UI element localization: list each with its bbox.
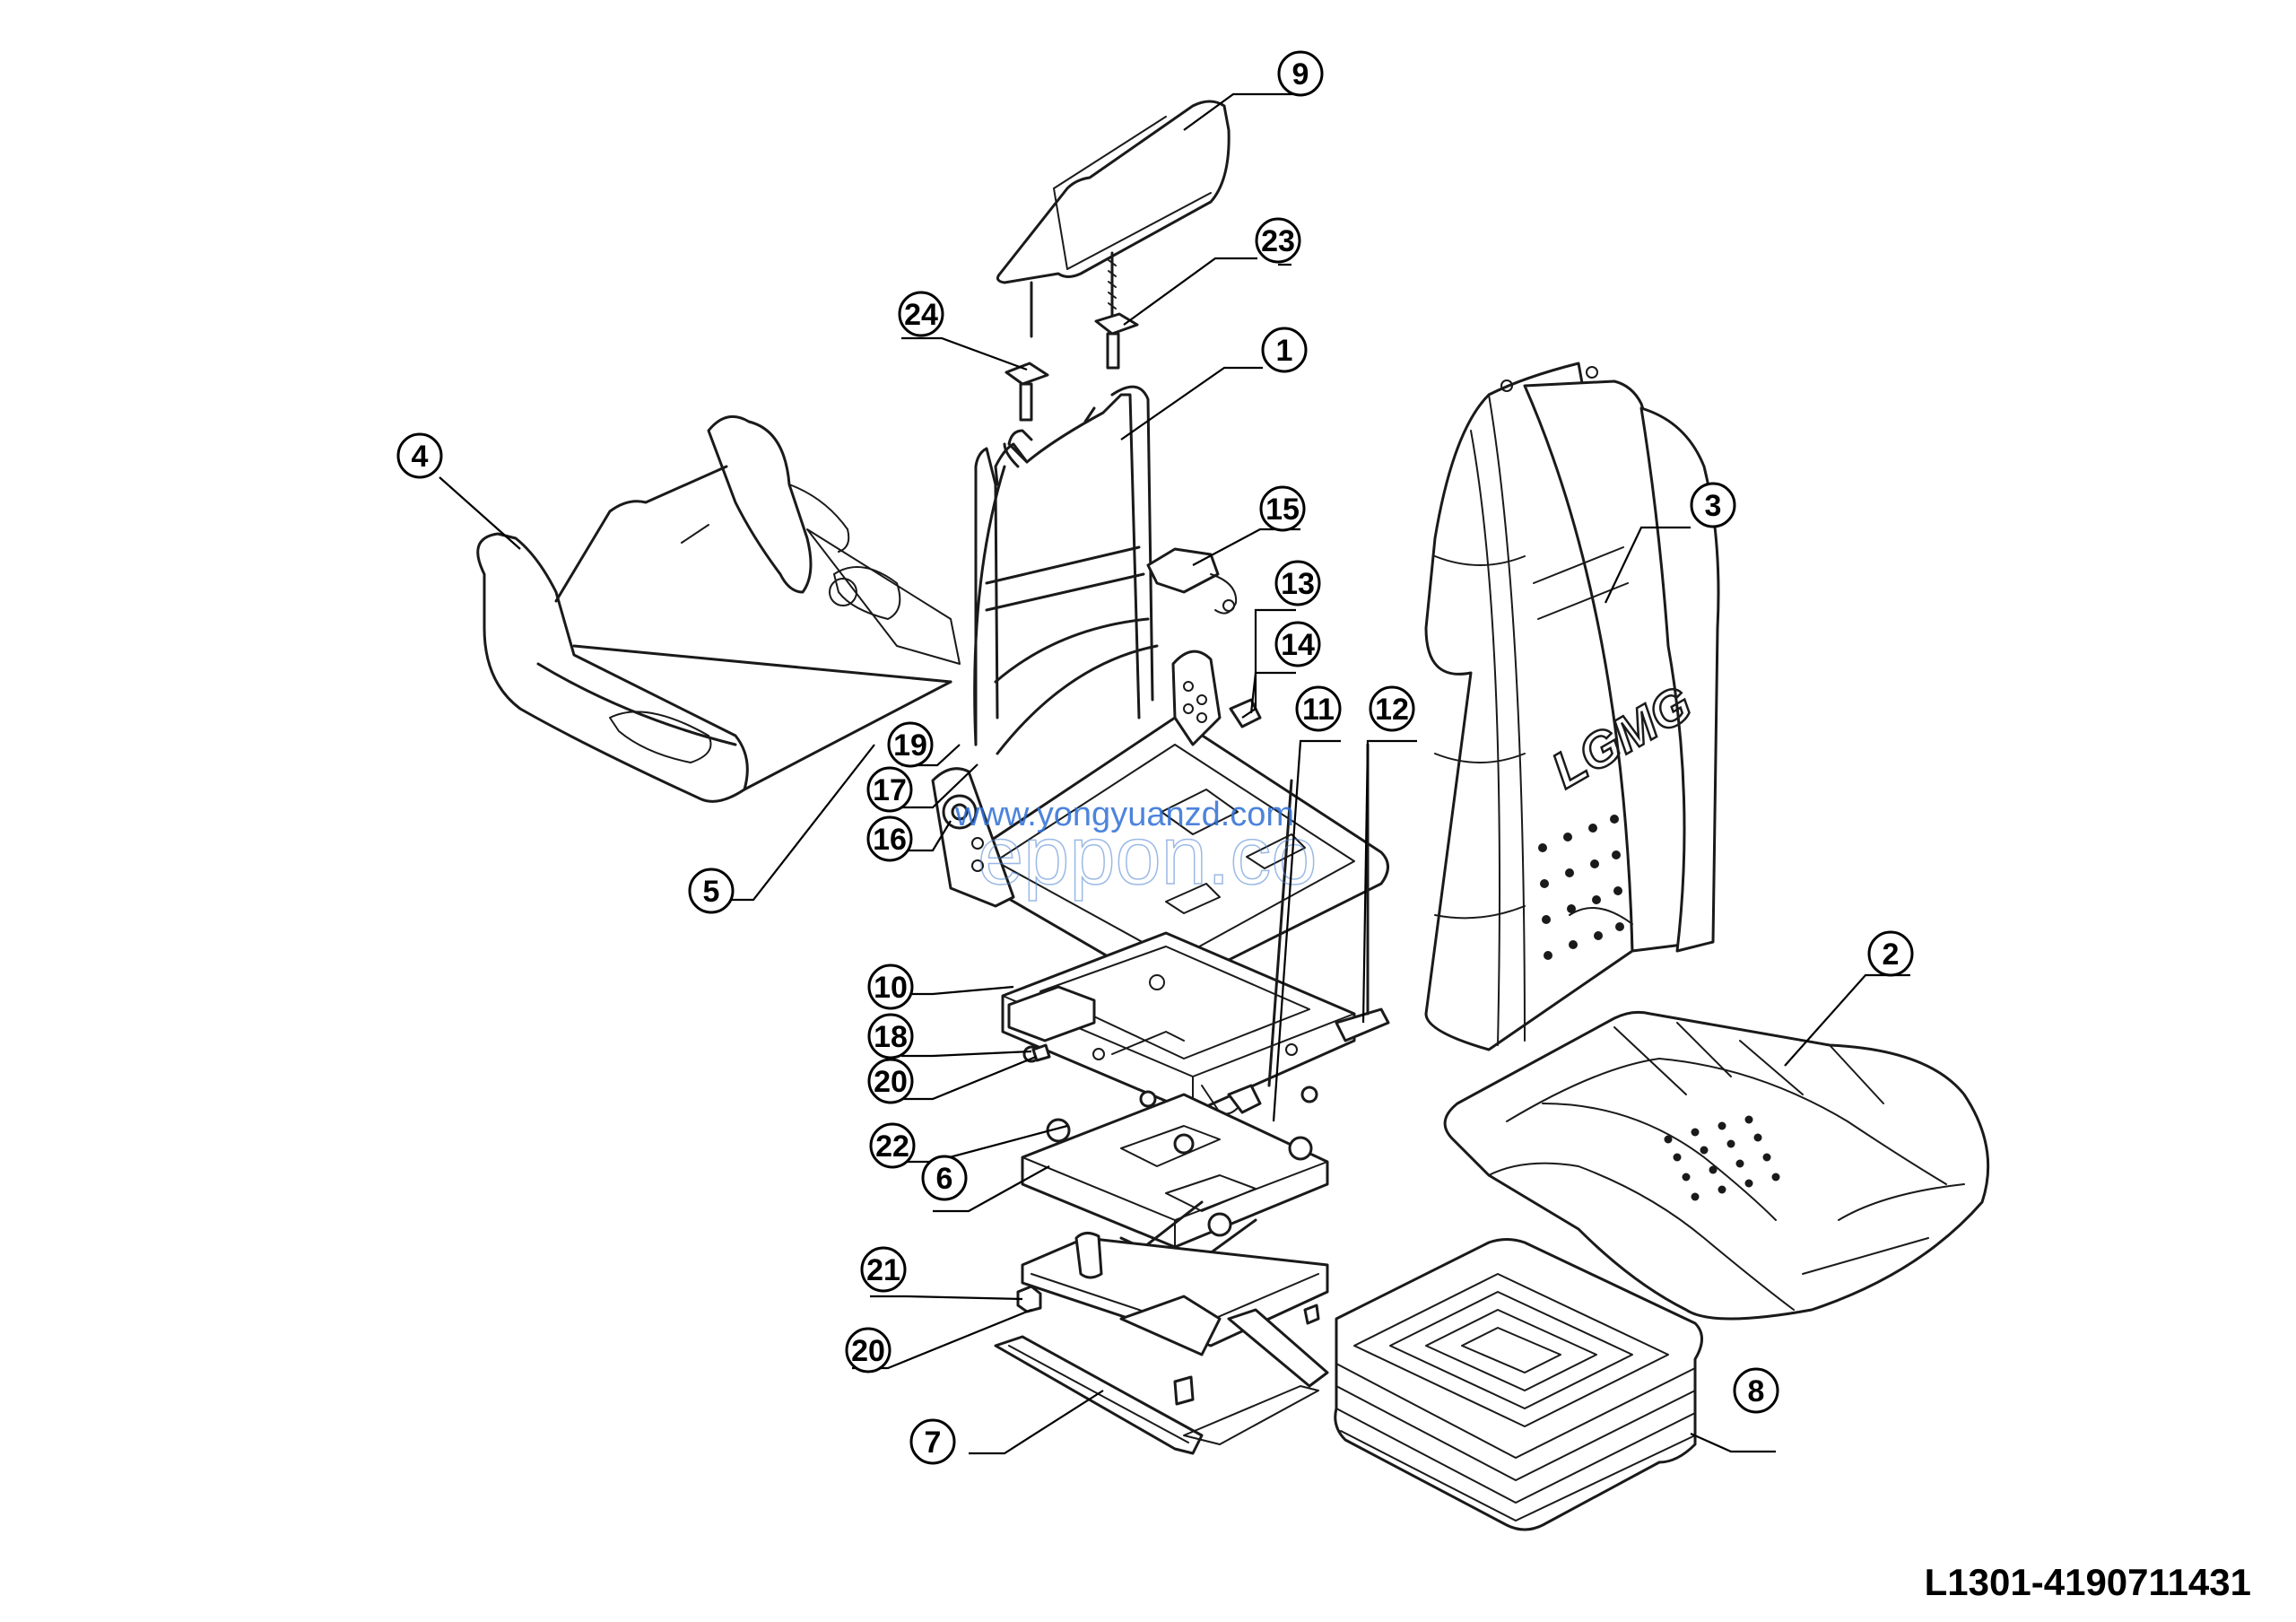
slide-mechanism-part: [1001, 931, 1390, 1115]
callout-21: 21: [860, 1246, 907, 1293]
svg-text:1: 1: [1276, 334, 1293, 368]
callout-20: 20: [867, 1058, 914, 1104]
headrest-part: [996, 100, 1231, 338]
svg-text:12: 12: [1375, 693, 1409, 727]
dot-pattern: [1538, 815, 1624, 960]
armrest-bracket-part: [1171, 650, 1262, 746]
svg-text:7: 7: [925, 1426, 942, 1460]
callout-7: 7: [909, 1418, 956, 1465]
part-code: L1301-4190711431: [1924, 1561, 2251, 1603]
svg-text:11: 11: [1302, 693, 1335, 727]
headrest-guide-left: [1004, 362, 1049, 422]
svg-text:9: 9: [1292, 57, 1309, 92]
callout-9: 9: [1277, 50, 1324, 97]
svg-text:18: 18: [874, 1020, 908, 1054]
watermark: eppon.co www.yongyuanzd.com: [954, 796, 1318, 903]
cushion-dot-pattern: [1664, 1115, 1780, 1201]
belt-buckle-part: [1146, 547, 1238, 615]
svg-text:21: 21: [866, 1253, 900, 1287]
svg-text:17: 17: [873, 773, 907, 807]
callout-19: 19: [887, 721, 934, 768]
svg-text:4: 4: [412, 440, 429, 474]
seat-cushion-part: [1443, 1010, 1990, 1321]
callout-17: 17: [866, 766, 913, 813]
svg-text:3: 3: [1705, 489, 1722, 523]
callout-22: 22: [869, 1122, 916, 1169]
callout-10: 10: [867, 964, 914, 1010]
svg-text:14: 14: [1281, 628, 1315, 662]
callout-8: 8: [1733, 1367, 1779, 1414]
callout-4: 4: [396, 432, 443, 479]
svg-text:5: 5: [703, 875, 720, 909]
svg-text:22: 22: [875, 1129, 909, 1164]
callout-14: 14: [1274, 621, 1321, 667]
callout-16: 16: [866, 815, 913, 862]
callout-5: 5: [688, 868, 735, 914]
callout-18: 18: [867, 1013, 914, 1060]
callout-6: 6: [921, 1155, 968, 1201]
svg-text:2: 2: [1883, 937, 1900, 972]
svg-text:10: 10: [874, 971, 908, 1005]
watermark-overlay: eppon.co: [978, 810, 1318, 902]
svg-text:20: 20: [851, 1334, 885, 1368]
svg-text:13: 13: [1281, 567, 1315, 601]
svg-text:19: 19: [893, 728, 927, 763]
slide-rail-part: [994, 1308, 1329, 1455]
svg-text:16: 16: [873, 823, 907, 857]
svg-text:8: 8: [1748, 1374, 1765, 1408]
headrest-guide-right: [1094, 312, 1139, 370]
callout-13: 13: [1274, 560, 1321, 606]
watermark-url: www.yongyuanzd.com: [954, 796, 1294, 833]
seat-shell-part: [476, 414, 961, 803]
bolts: [1016, 1043, 1320, 1325]
callout-15: 15: [1259, 485, 1306, 532]
callout-3: 3: [1690, 482, 1736, 528]
callout-underlines: [1278, 263, 1292, 266]
callout-12: 12: [1369, 685, 1415, 732]
callout-20b: 20: [845, 1327, 891, 1373]
callout-11: 11: [1295, 685, 1342, 732]
callout-23: 23: [1255, 217, 1301, 264]
callout-2: 2: [1867, 930, 1914, 977]
callout-1: 1: [1261, 327, 1308, 373]
svg-text:24: 24: [904, 298, 938, 332]
backrest-cushion-part: LGMG: [1424, 362, 1720, 1051]
svg-text:23: 23: [1261, 224, 1295, 258]
bellows-part: [1334, 1238, 1703, 1531]
svg-text:6: 6: [936, 1162, 953, 1196]
callout-24: 24: [898, 291, 944, 337]
svg-text:20: 20: [874, 1065, 908, 1099]
suspension-part: [1021, 1093, 1329, 1356]
svg-text:15: 15: [1265, 493, 1300, 527]
